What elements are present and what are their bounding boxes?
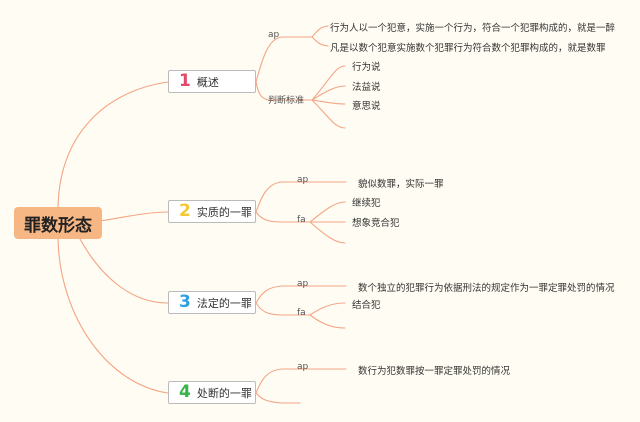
edge-b3-ap (255, 285, 347, 304)
sub-node-2-1[interactable]: ap (297, 175, 309, 185)
branch-node-3[interactable]: 3 法定的一罪 (168, 291, 256, 314)
branch-node-4[interactable]: 4 处断的一罪 (168, 381, 256, 404)
leaf-1-1-2: 凡是以数个犯意实施数个犯罪行为符合数个犯罪构成的，就是数罪 (330, 43, 606, 54)
edge-b1-ap-leaf1 (311, 25, 329, 38)
edge-b1-ap (255, 36, 313, 83)
sub-node-3-1[interactable]: ap (297, 279, 309, 289)
edge-b4-ap (255, 368, 347, 394)
leaf-2-2-2: 想象竞合犯 (352, 218, 400, 229)
edge-b1-judge-leaf1 (311, 65, 346, 101)
leaf-1-1-1: 行为人以一个犯意，实施一个行为，符合一个犯罪构成的，就是一醉 (330, 23, 616, 34)
branch-node-1[interactable]: 1 概述 (168, 70, 256, 93)
branch-number-2: 2 (179, 201, 191, 221)
sub-node-1-1[interactable]: ap (268, 30, 280, 40)
edge-b1-judge (255, 81, 313, 101)
leaf-4-1-1: 数行为犯数罪按一罪定罪处罚的情况 (358, 366, 511, 377)
edge-b4-end (255, 392, 301, 404)
edge-root-branch-1 (57, 81, 169, 208)
edge-root-branch-2 (99, 211, 169, 222)
branch-node-2[interactable]: 2 实质的一罪 (168, 200, 256, 223)
leaf-1-2-3: 意思说 (352, 101, 381, 112)
edge-b2-ap (255, 181, 347, 213)
edge-b2-fa-leaf1 (309, 201, 346, 223)
sub-node-2-2[interactable]: fa (297, 215, 306, 225)
leaf-1-2-2: 法益说 (352, 82, 381, 93)
sub-node-3-2[interactable]: fa (297, 308, 306, 318)
edge-b1-ap-leaf2 (311, 36, 329, 47)
leaf-3-1-1: 数个独立的犯罪行为依据刑法的规定作为一罪定罪处罚的情况 (358, 283, 615, 294)
leaf-1-2-1: 行为说 (352, 62, 381, 73)
edge-b2-fa (255, 211, 311, 223)
leaf-2-1-1: 貌似数罪，实际一罪 (358, 179, 444, 190)
branch-number-1: 1 (179, 71, 191, 91)
edge-b3-fa-end (309, 314, 346, 329)
leaf-2-2-1: 继续犯 (352, 198, 381, 209)
sub-node-1-2[interactable]: 判断标准 (268, 96, 305, 106)
edge-b1-judge-end (311, 99, 346, 129)
branch-number-3: 3 (179, 292, 191, 312)
leaf-3-2-1: 结合犯 (352, 300, 381, 311)
sub-node-4-1[interactable]: ap (297, 362, 309, 372)
branch-label-1: 概述 (196, 75, 219, 89)
branch-label-4: 处断的一罪 (196, 386, 252, 400)
edge-b1-judge-leaf2 (311, 85, 346, 101)
branch-label-3: 法定的一罪 (196, 296, 252, 310)
root-node[interactable]: 罪数形态 (14, 207, 102, 239)
branch-label-2: 实质的一罪 (196, 205, 252, 219)
edge-root-branch-4 (57, 238, 169, 394)
edge-b3-fa (255, 302, 311, 316)
edge-b3-fa-leaf1 (309, 302, 346, 316)
edge-b2-fa-end (309, 221, 346, 244)
edge-b1-judge-leaf3 (311, 99, 346, 105)
branch-number-4: 4 (179, 382, 191, 402)
edge-root-branch-3 (79, 238, 169, 304)
